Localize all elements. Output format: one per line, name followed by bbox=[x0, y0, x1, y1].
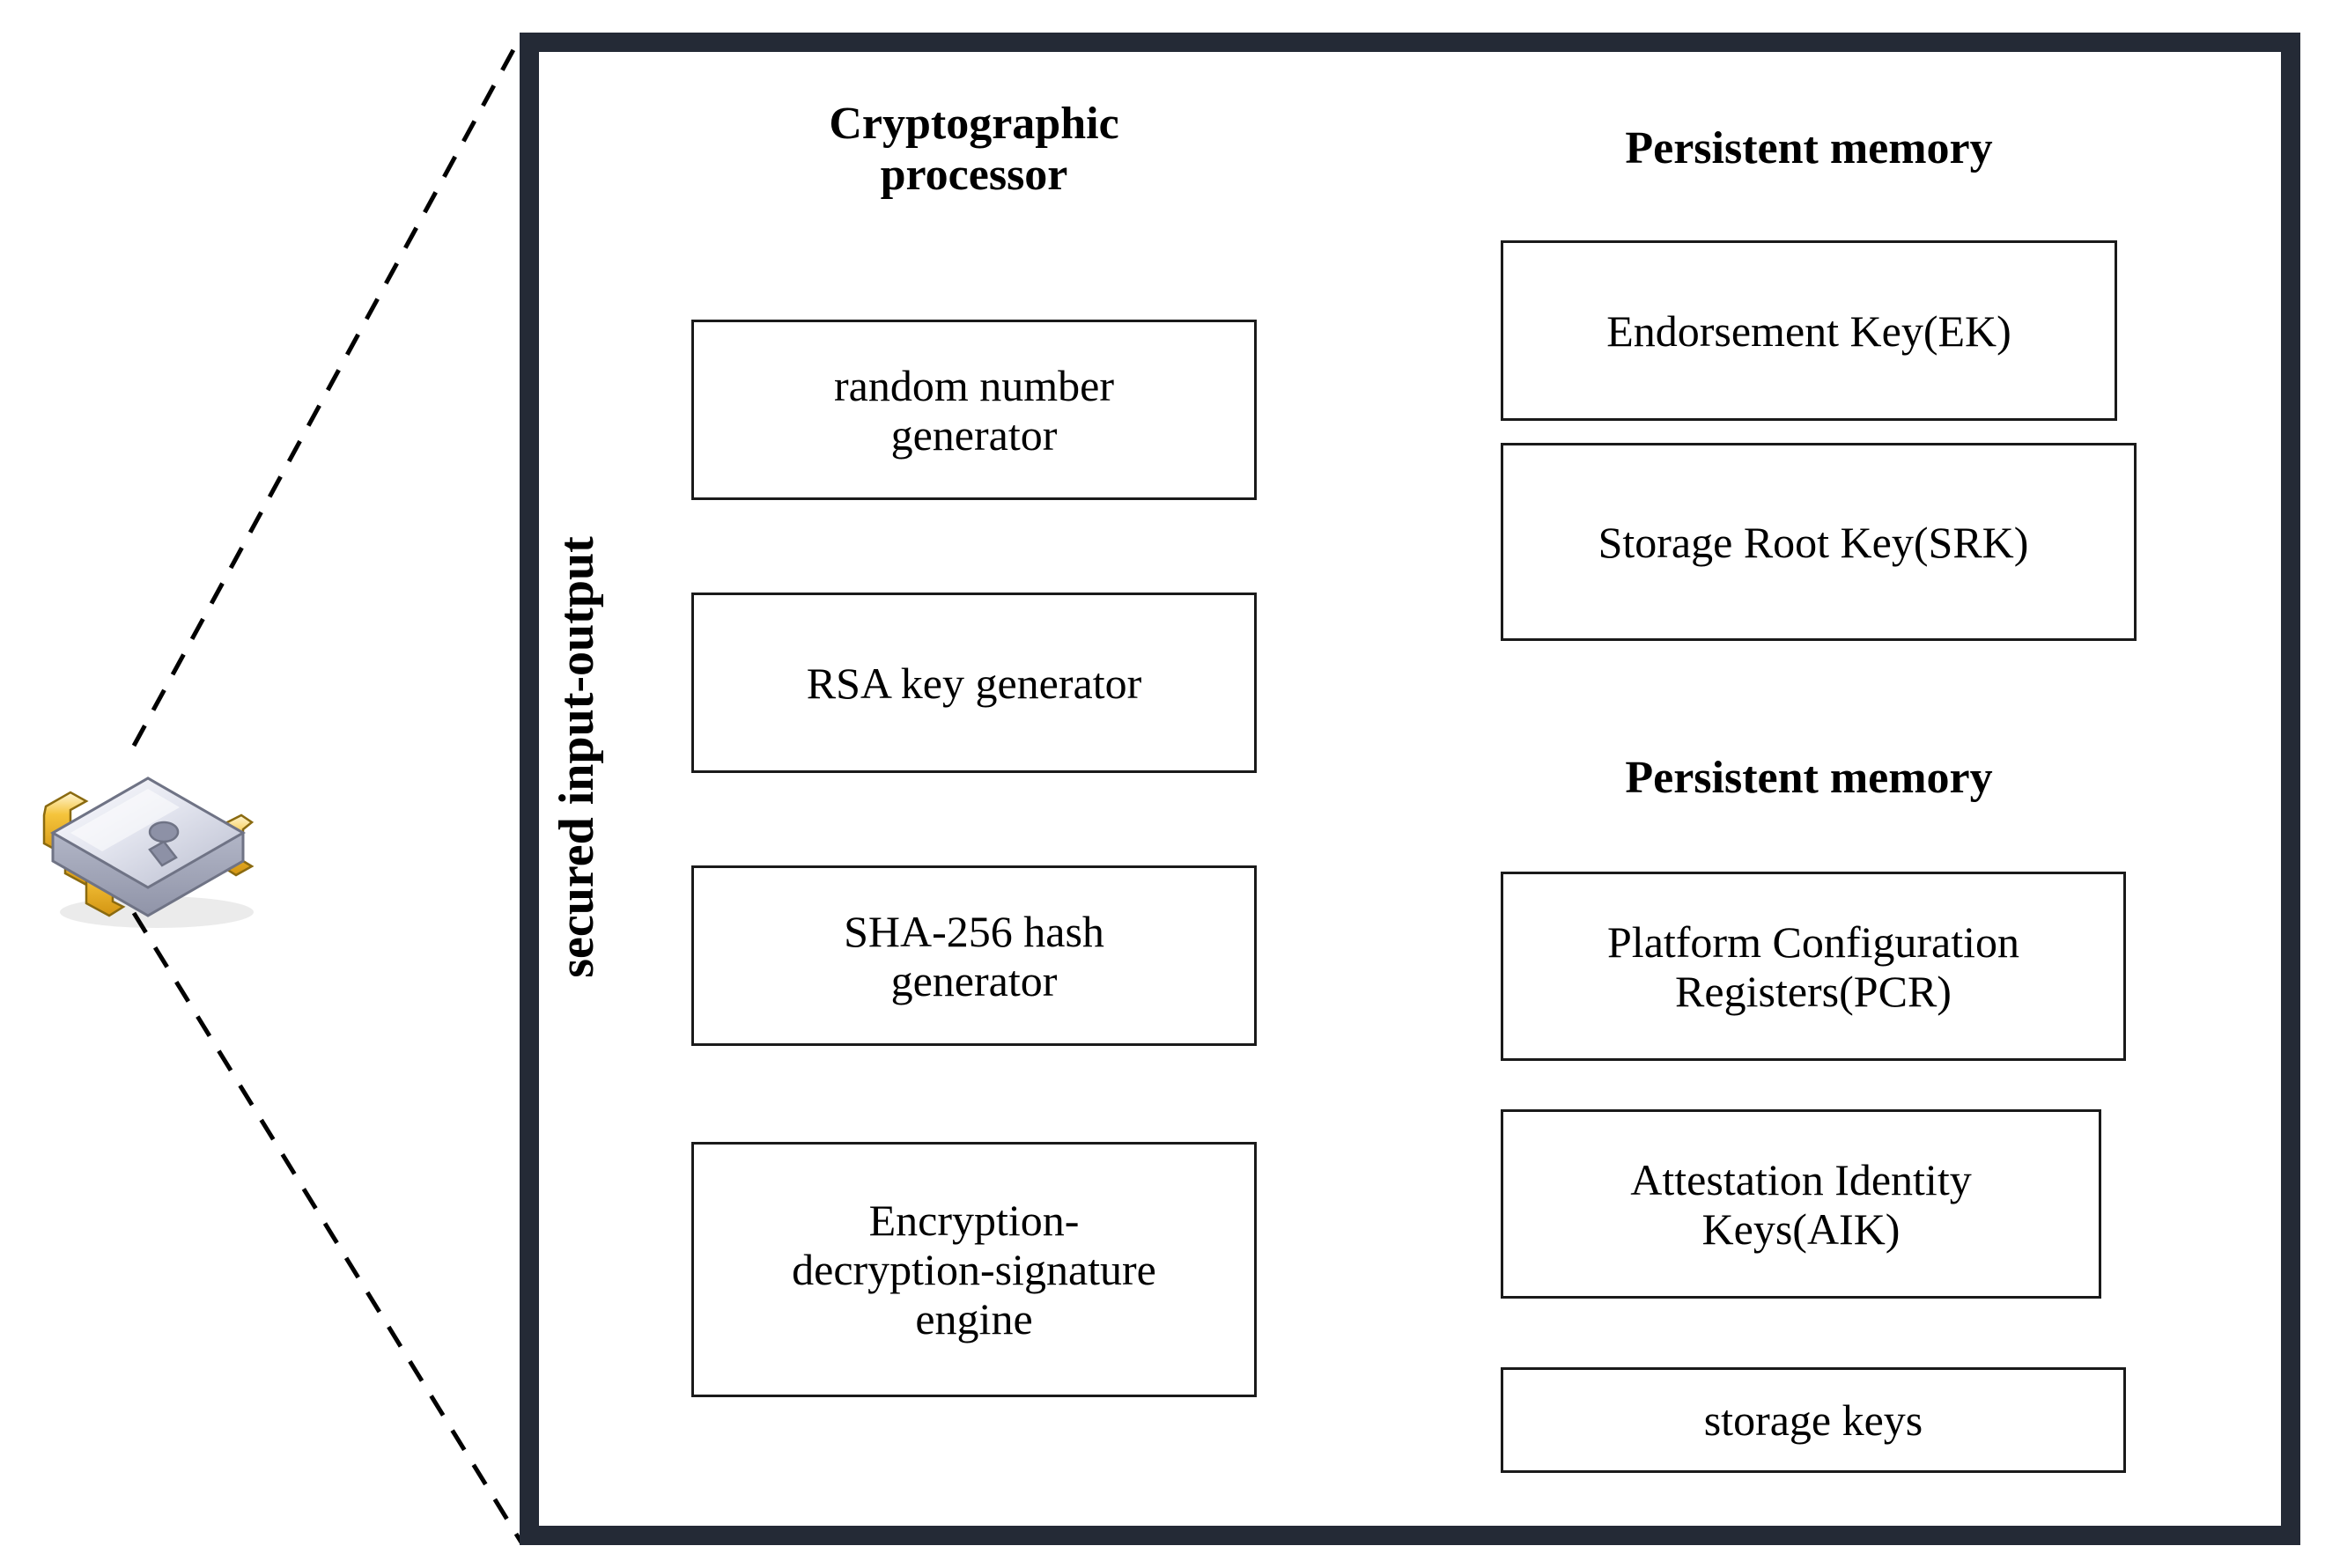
tpm-chip-icon bbox=[42, 777, 255, 928]
secured-input-output-text: secured input-output bbox=[550, 536, 605, 978]
secured-input-output-label: secured input-output bbox=[537, 291, 616, 1224]
storage-keys-label: storage keys bbox=[1703, 1395, 1923, 1445]
rsa-key-generator-box[interactable]: RSA key generator bbox=[691, 593, 1257, 773]
random-number-generator-box[interactable]: random number generator bbox=[691, 320, 1257, 500]
rsa-key-generator-label: RSA key generator bbox=[806, 658, 1142, 708]
platform-configuration-registers-label: Platform Configuration Registers(PCR) bbox=[1607, 917, 2019, 1016]
random-number-generator-label: random number generator bbox=[834, 360, 1114, 460]
persistent-memory-heading-upper: Persistent memory bbox=[1625, 123, 1993, 173]
endorsement-key-label: Endorsement Key(EK) bbox=[1606, 306, 2011, 356]
sha-256-hash-generator-label: SHA-256 hash generator bbox=[844, 906, 1104, 1005]
attestation-identity-keys-box[interactable]: Attestation Identity Keys(AIK) bbox=[1501, 1109, 2101, 1299]
platform-configuration-registers-box[interactable]: Platform Configuration Registers(PCR) bbox=[1501, 872, 2126, 1061]
endorsement-key-box[interactable]: Endorsement Key(EK) bbox=[1501, 240, 2117, 421]
storage-root-key-box[interactable]: Storage Root Key(SRK) bbox=[1501, 443, 2137, 641]
storage-root-key-label: Storage Root Key(SRK) bbox=[1598, 517, 2029, 567]
encryption-engine-box[interactable]: Encryption- decryption-signature engine bbox=[691, 1142, 1257, 1397]
sha-256-hash-generator-box[interactable]: SHA-256 hash generator bbox=[691, 865, 1257, 1046]
persistent-memory-heading-lower: Persistent memory bbox=[1625, 753, 1993, 803]
callout-line-bottom-icon bbox=[131, 911, 524, 1544]
attestation-identity-keys-label: Attestation Identity Keys(AIK) bbox=[1630, 1154, 1972, 1254]
cryptographic-processor-heading: Cryptographic processor bbox=[829, 99, 1119, 201]
storage-keys-box[interactable]: storage keys bbox=[1501, 1367, 2126, 1473]
encryption-engine-label: Encryption- decryption-signature engine bbox=[792, 1196, 1156, 1343]
callout-line-top-icon bbox=[131, 33, 524, 747]
